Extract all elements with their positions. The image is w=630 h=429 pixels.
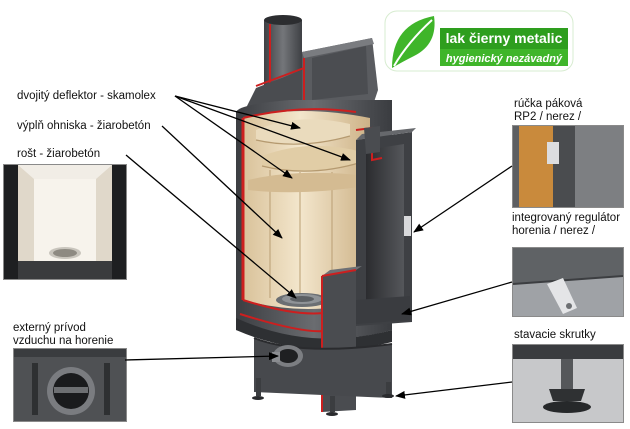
label-filling: výplň ohniska - žiarobetón (17, 120, 151, 132)
grate (276, 293, 328, 307)
regulator-photo (512, 247, 624, 317)
label-air-line1: externý prívod (13, 322, 86, 334)
label-handle-line1: rúčka páková (514, 98, 583, 110)
label-handle-line2: RP2 / nerez / (514, 111, 582, 123)
levelling-feet (252, 378, 394, 416)
badge-line2: hygienický nezávadný (446, 53, 563, 65)
screws-photo (512, 344, 624, 423)
label-deflector: dvojitý deflektor - skamolex (17, 90, 156, 102)
lever-handle-icon (547, 142, 559, 164)
label-air-line2: vzduchu na horenie (13, 335, 114, 347)
badge: lak čierny metalic hygienický nezávadný (384, 10, 574, 72)
label-grate: rošt - žiarobetón (17, 148, 101, 160)
label-regulator-line1: integrovaný regulátor (512, 212, 621, 224)
badge-line1: lak čierny metalic (446, 30, 563, 46)
label-regulator-line2: horenia / nerez / (512, 225, 596, 237)
screw-icon (561, 359, 573, 389)
double-deflector (248, 119, 366, 193)
door (356, 128, 416, 326)
grate-photo (3, 164, 127, 280)
air-inlet-photo (13, 348, 127, 422)
handle-photo (512, 125, 624, 208)
label-screws: stavacie skrutky (514, 329, 596, 341)
